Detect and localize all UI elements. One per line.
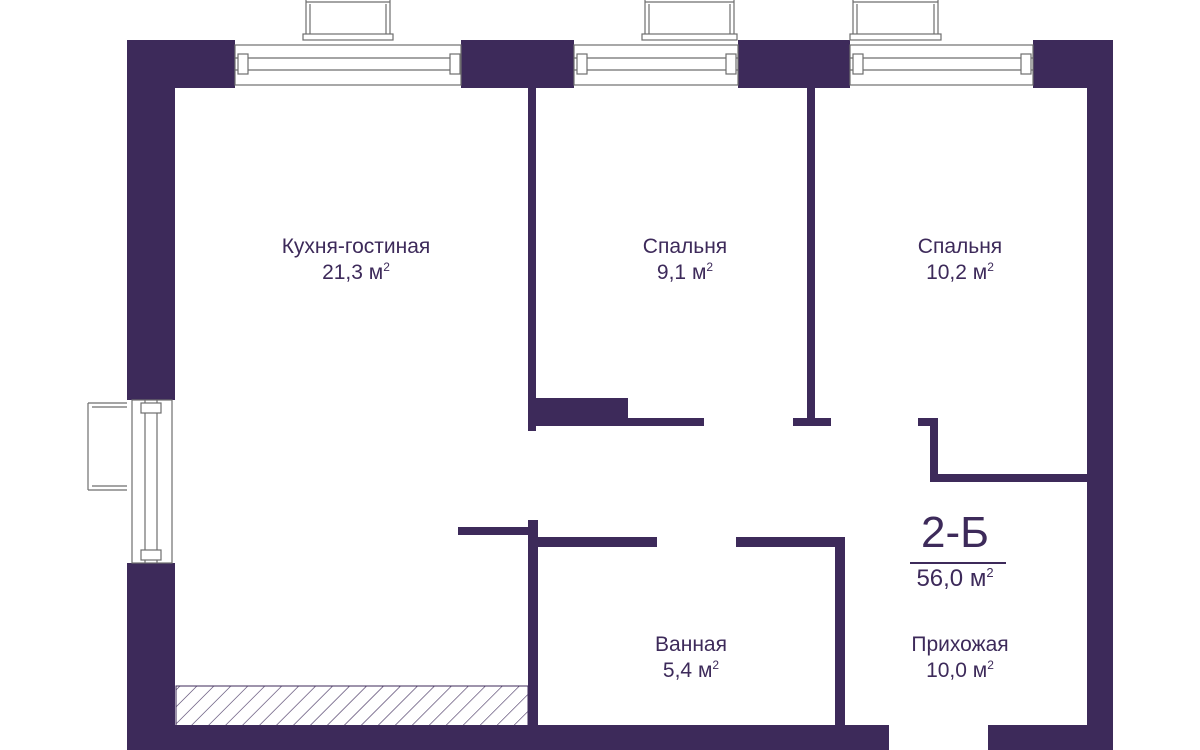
room-area: 21,3 м2 — [322, 260, 390, 285]
inner-walls — [458, 85, 1090, 730]
window-bedroom2-top — [849, 0, 1034, 86]
windows — [87, 0, 1034, 564]
hatched-utility-zone — [175, 685, 529, 727]
wall-kitchen-bedroom1 — [528, 85, 536, 431]
room-label-bedroom-1: Спальня 9,1 м2 — [565, 234, 805, 287]
room-label-bathroom: Ванная 5,4 м2 — [571, 632, 811, 685]
wall-bath-top-right — [736, 537, 845, 547]
wall-top-mid2 — [738, 40, 850, 88]
wall-bedroom2-vert — [930, 418, 938, 482]
wall-left-upper — [127, 40, 175, 400]
room-label-hallway: Прихожая 10,0 м2 — [840, 632, 1080, 685]
wall-kitchen-stub — [458, 527, 536, 535]
room-name: Ванная — [655, 633, 727, 656]
wall-bottom-left — [127, 725, 889, 750]
room-name: Спальня — [917, 235, 1003, 258]
room-label-bedroom-2: Спальня 10,2 м2 — [840, 234, 1080, 287]
wall-top-mid1 — [461, 40, 574, 88]
wall-bedroom1-bedroom2 — [807, 85, 815, 426]
wall-bath-left — [528, 520, 538, 730]
unit-code: 2-Б — [921, 508, 989, 557]
wall-bath-top-left — [528, 537, 657, 547]
room-area: 10,0 м2 — [926, 658, 994, 683]
room-area: 10,2 м2 — [926, 260, 994, 285]
room-name: Прихожая — [911, 633, 1009, 656]
room-area: 5,4 м2 — [662, 658, 720, 683]
wall-bottom-right — [988, 725, 1113, 750]
window-kitchen-top — [234, 0, 462, 86]
room-name: Спальня — [642, 235, 728, 258]
wall-left-lower — [127, 563, 175, 750]
window-bedroom1-top — [573, 0, 739, 86]
room-area: 9,1 м2 — [656, 260, 714, 285]
unit-total-area: 56,0 м2 — [916, 565, 994, 592]
room-name: Кухня-гостиная — [281, 235, 431, 258]
wall-bedroom1-bottom-thin — [528, 418, 704, 426]
wall-right — [1087, 40, 1113, 750]
room-label-kitchen-living: Кухня-гостиная 21,3 м2 — [236, 234, 476, 287]
unit-divider — [910, 562, 1006, 564]
wall-bedroom2-jamb — [918, 418, 938, 426]
wall-bedroom2-bottom — [930, 474, 1090, 482]
window-kitchen-left — [87, 399, 173, 564]
wall-bath-right — [835, 537, 845, 730]
outer-walls — [127, 40, 1113, 750]
wall-bedroom2-stub — [793, 418, 831, 426]
